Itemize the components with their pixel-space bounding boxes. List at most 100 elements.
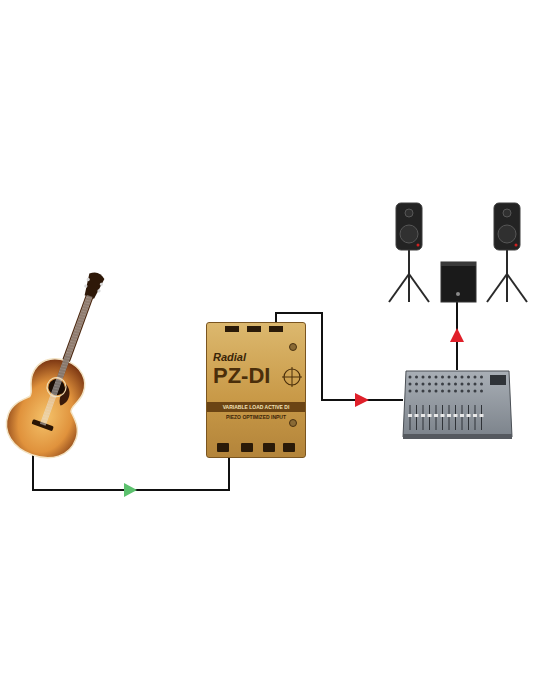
mixer-knob: [474, 383, 477, 386]
mixer-channel: [460, 376, 464, 431]
mixer-meter: [490, 375, 506, 385]
mixer-body: [403, 371, 512, 437]
mixer-knob: [480, 376, 483, 379]
product-subtitle: PIEZO OPTIMIZED INPUT: [207, 414, 305, 420]
bottom-panel-jack: [217, 443, 229, 452]
speaker-stand: [487, 274, 507, 302]
subwoofer-top: [441, 262, 476, 266]
fader-cap: [434, 414, 438, 417]
pa-speaker: [389, 203, 429, 302]
mixer-knob: [448, 383, 451, 386]
fader-cap: [460, 414, 464, 417]
screw: [290, 420, 297, 427]
mixer-knob: [467, 383, 470, 386]
di-box: RadialPZ-DI VARIABLE LOAD ACTIVE DI PIEZO …: [206, 322, 306, 458]
mixer-knob: [428, 376, 431, 379]
woofer: [400, 225, 418, 243]
mixer-knob: [461, 390, 464, 393]
fader-slot: [475, 405, 476, 430]
subwoofer-logo: [456, 292, 460, 296]
mixer-knob: [441, 376, 444, 379]
fader-cap: [447, 414, 451, 417]
crosshair-logo: [292, 367, 293, 387]
brand-name: Radial: [213, 351, 273, 364]
acoustic-guitar: [0, 261, 132, 467]
tweeter: [503, 209, 511, 217]
tweeter: [405, 209, 413, 217]
fader-cap: [415, 414, 419, 417]
mixer-knob: [435, 376, 438, 379]
tuner: [86, 277, 90, 281]
mixer-channel: [480, 376, 484, 431]
fader-slot: [423, 405, 424, 430]
mixer-knob: [422, 376, 425, 379]
speaker-stand: [389, 274, 409, 302]
mixer-knob: [409, 376, 412, 379]
fader-slot: [410, 405, 411, 430]
mixer-knob: [448, 390, 451, 393]
mixer-knob: [441, 383, 444, 386]
fader-cap: [480, 414, 484, 417]
tuner: [84, 284, 88, 288]
mixer-knob: [461, 376, 464, 379]
top-panel-marking: [225, 326, 239, 332]
mixer-knob: [428, 383, 431, 386]
subwoofer-cabinet: [441, 262, 476, 302]
top-panel-marking: [247, 326, 261, 332]
guitar-cable: [33, 455, 229, 490]
fader-cap: [428, 414, 432, 417]
fader-slot: [442, 405, 443, 430]
speaker-logo: [417, 244, 420, 247]
fader-slot: [416, 405, 417, 430]
fader-slot: [429, 405, 430, 430]
mixer-knob: [409, 383, 412, 386]
mixer-channel: [408, 376, 412, 431]
tuner: [99, 282, 103, 286]
mixer-knob: [428, 390, 431, 393]
fader-slot: [449, 405, 450, 430]
mixer-knob: [422, 390, 425, 393]
mixer-knob: [461, 383, 464, 386]
mixer-knob: [454, 390, 457, 393]
woofer: [498, 225, 516, 243]
mixer-channel: [454, 376, 458, 431]
mixer-knob: [441, 390, 444, 393]
mixer-channel: [428, 376, 432, 431]
mixer-knob: [422, 383, 425, 386]
fader-cap: [467, 414, 471, 417]
model-name: PZ-DI: [213, 364, 279, 388]
mixer-knob: [448, 376, 451, 379]
fader-cap: [473, 414, 477, 417]
speaker-cabinet: [396, 203, 422, 250]
mixer-knob: [480, 383, 483, 386]
fader-slot: [455, 405, 456, 430]
speaker-cabinet: [494, 203, 520, 250]
mixer-channel: [447, 376, 451, 431]
mixer-channel: [473, 376, 477, 431]
fader-cap: [421, 414, 425, 417]
tuner: [97, 289, 101, 293]
mixer-knob: [474, 376, 477, 379]
mixer-knob: [467, 390, 470, 393]
mixer-knob: [454, 383, 457, 386]
bottom-panel-jack: [283, 443, 295, 452]
bottom-panel-jack: [241, 443, 253, 452]
mixer-knob: [467, 376, 470, 379]
fader-cap: [454, 414, 458, 417]
top-panel-marking: [269, 326, 283, 332]
mixer-controls: [408, 376, 484, 431]
fader-slot: [481, 405, 482, 430]
guitar-body: [0, 349, 100, 468]
strings: [40, 295, 92, 425]
product-band: VARIABLE LOAD ACTIVE DI: [207, 402, 305, 412]
mixer-knob: [435, 390, 438, 393]
speaker-logo: [515, 244, 518, 247]
mixer-knob: [480, 390, 483, 393]
mixer-front: [403, 434, 512, 439]
subwoofer: [441, 262, 476, 302]
mixer-channel: [421, 376, 425, 431]
signal-arrow: [450, 328, 464, 342]
mixing-console: [403, 371, 512, 439]
mixer-knob: [415, 376, 418, 379]
mixer-channel: [434, 376, 438, 431]
